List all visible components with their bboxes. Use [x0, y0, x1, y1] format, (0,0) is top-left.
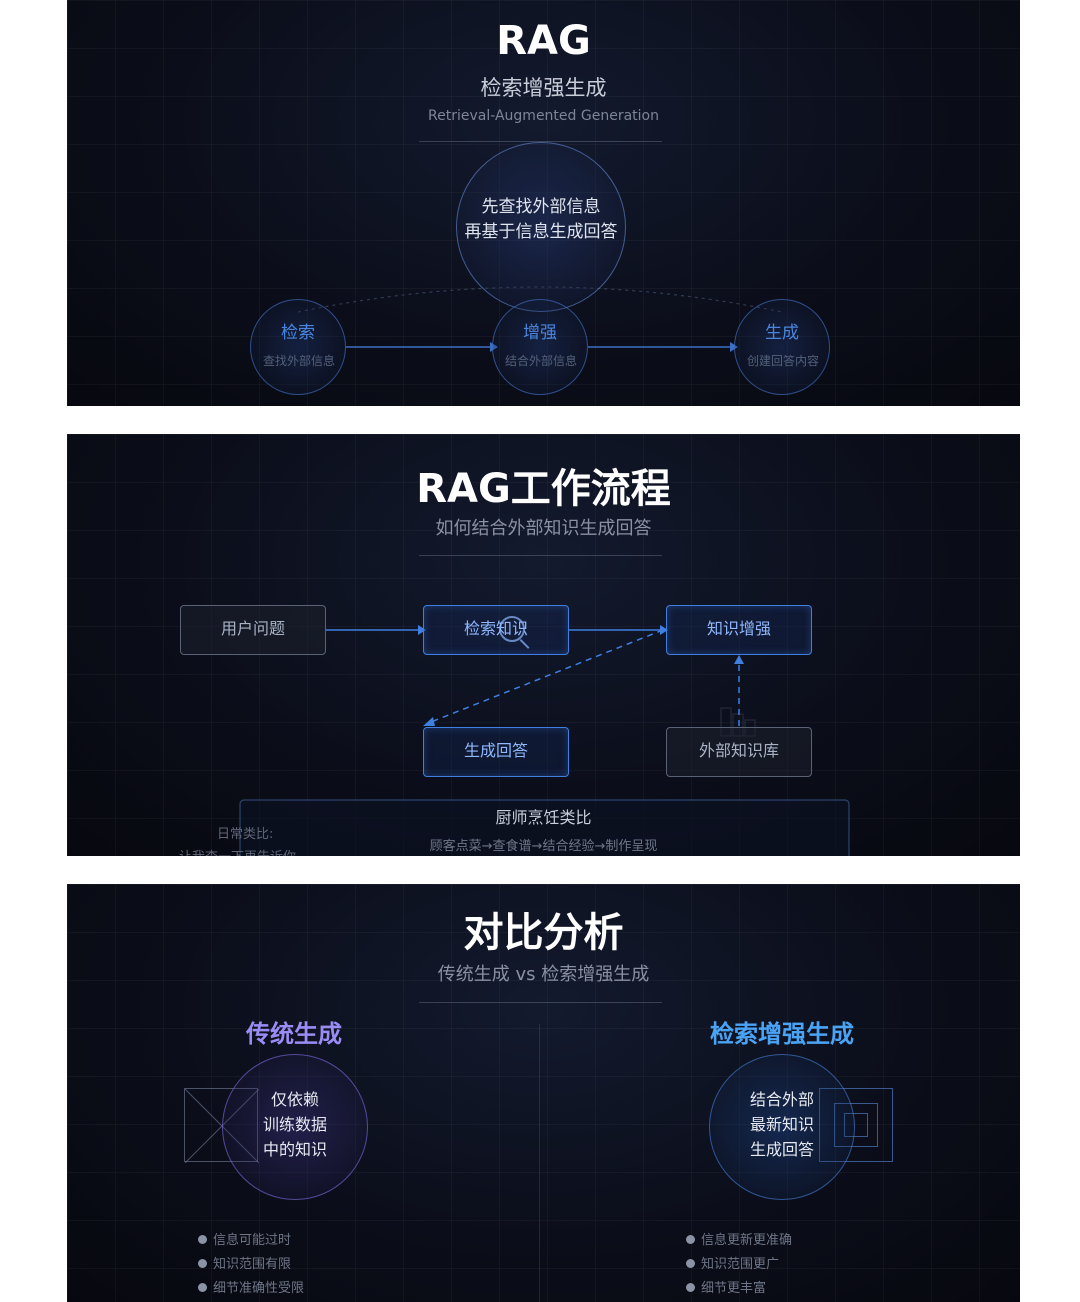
panel3-divider [419, 1002, 662, 1003]
panel1-english: Retrieval-Augmented Generation [428, 108, 659, 124]
rag-workflow-panel: RAG工作流程 如何结合外部知识生成回答 用户问题 检索知识 知识增强 生成回答… [67, 434, 1020, 856]
knowledge-augment-box: 知识增强 [666, 605, 812, 655]
stage-generate: 生成 创建回答内容 [734, 299, 830, 395]
list-item: 细节准确性受限 [198, 1277, 304, 1301]
generate-answer-box: 生成回答 [423, 727, 569, 777]
user-question-box: 用户问题 [180, 605, 326, 655]
panel2-connectors [239, 625, 850, 856]
daily-analogy-text: 让我查一下再告诉你 [179, 846, 296, 856]
list-item: 细节更丰富 [686, 1277, 792, 1301]
traditional-title: 传统生成 [246, 1020, 342, 1048]
panel1-subtitle: 检索增强生成 [480, 76, 607, 100]
panel3-subtitle: 传统生成 vs 检索增强生成 [437, 964, 650, 985]
stage-augment: 增强 结合外部信息 [492, 299, 588, 395]
rag-bullets: 信息更新更准确 知识范围更广 细节更丰富 [686, 1229, 792, 1301]
center-concept-circle [456, 142, 626, 312]
panel1-title: RAG [496, 18, 591, 64]
comparison-panel: 对比分析 传统生成 vs 检索增强生成 传统生成 仅依赖 训练数据 中的知识 信… [67, 884, 1020, 1302]
external-knowledge-base-box: 外部知识库 [666, 727, 812, 777]
traditional-circle-text: 仅依赖 训练数据 中的知识 [262, 1090, 327, 1159]
center-concept-text: 先查找外部信息 再基于信息生成回答 [464, 197, 618, 242]
panel2-title: RAG工作流程 [416, 466, 671, 512]
magnifier-icon [499, 616, 530, 649]
panel2-divider [419, 555, 662, 556]
stage-retrieve: 检索 查找外部信息 [250, 299, 346, 395]
chef-analogy-title: 厨师烹饪类比 [495, 808, 592, 827]
list-item: 知识范围更广 [686, 1253, 792, 1277]
panel3-title: 对比分析 [463, 910, 624, 956]
rag-circle-text: 结合外部 最新知识 生成回答 [749, 1090, 814, 1159]
list-item: 信息可能过时 [198, 1229, 304, 1253]
center-vertical-divider [539, 1024, 540, 1302]
rag-title: 检索增强生成 [710, 1020, 854, 1048]
traditional-circle [222, 1054, 368, 1200]
rag-intro-panel: RAG 检索增强生成 Retrieval-Augmented Generatio… [67, 0, 1020, 406]
list-item: 知识范围有限 [198, 1253, 304, 1277]
rag-circle [709, 1054, 855, 1200]
list-item: 信息更新更准确 [686, 1229, 792, 1253]
chef-analogy-steps: 顾客点菜→查食谱→结合经验→制作呈现 [429, 839, 658, 854]
daily-analogy-label: 日常类比: [217, 827, 274, 842]
traditional-bullets: 信息可能过时 知识范围有限 细节准确性受限 [198, 1229, 304, 1301]
retrieve-knowledge-box: 检索知识 [423, 605, 569, 655]
panel1-divider [419, 141, 662, 142]
panel2-subtitle: 如何结合外部知识生成回答 [435, 518, 652, 539]
